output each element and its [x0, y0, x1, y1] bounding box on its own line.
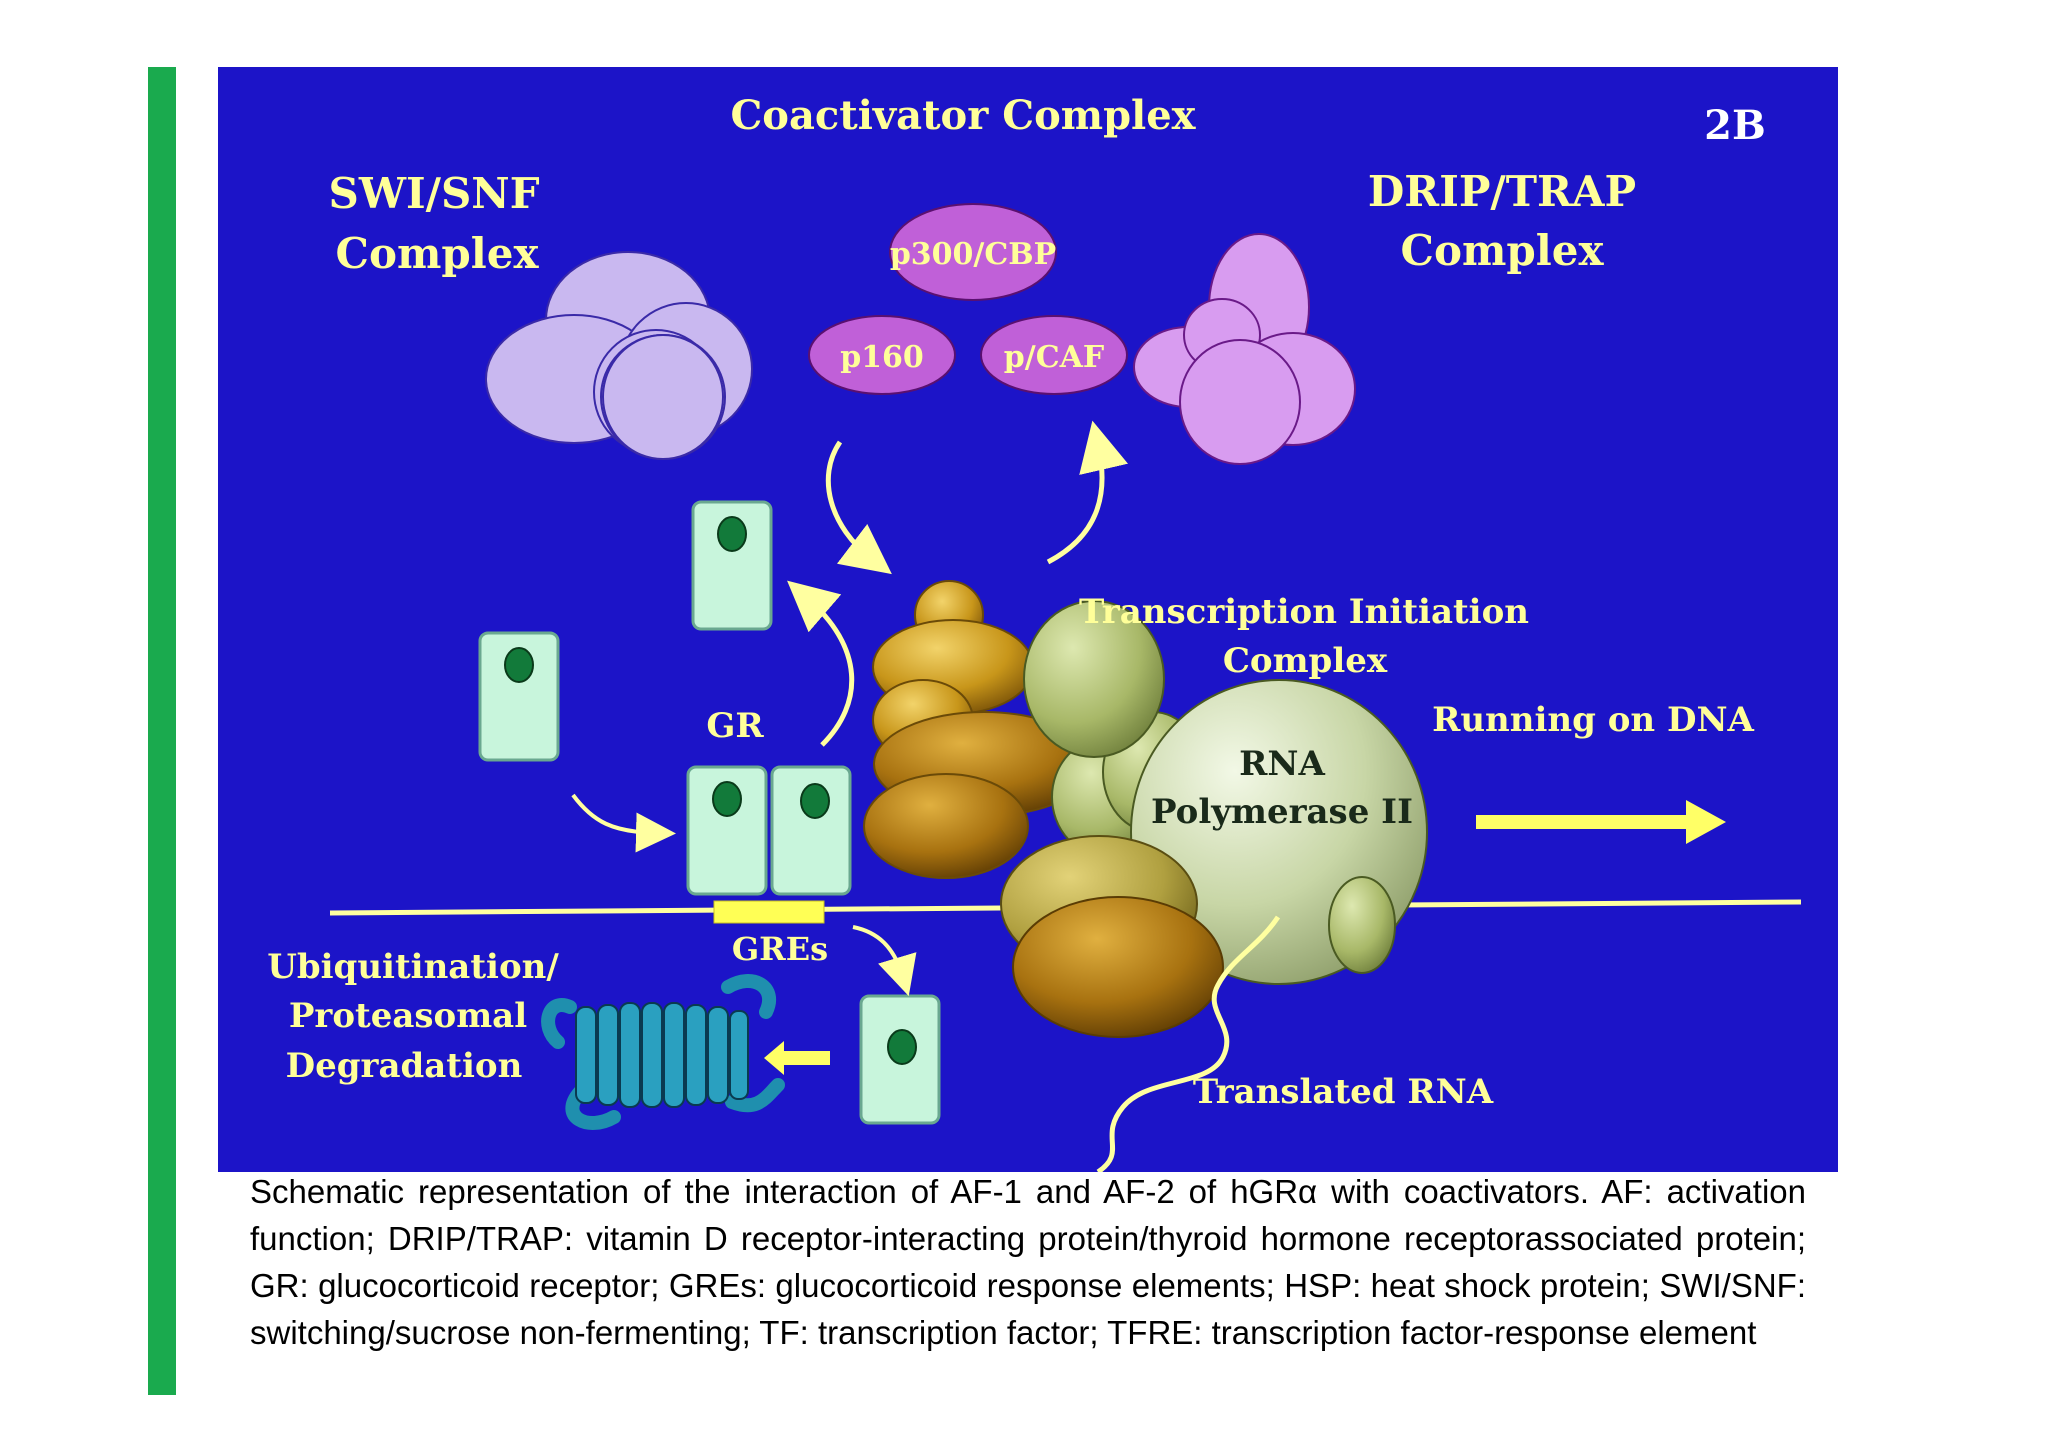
gr-cell-left: [478, 631, 560, 762]
drip-trap-complex-shape: [1133, 233, 1356, 465]
arrow-gr-to-dimer: [571, 793, 676, 853]
figure-caption: Schematic representation of the interact…: [250, 1173, 1806, 1351]
coactivator-complex-title: Coactivator Complex: [730, 92, 1196, 139]
gr-coactivator-diagram: Coactivator Complex 2B SWI/SNF Complex D…: [218, 67, 1838, 1172]
ubiquitination-label-line2: Proteasomal: [289, 996, 527, 1036]
gres-label: GREs: [732, 930, 828, 968]
swi-snf-label-line2: Complex: [336, 229, 540, 278]
arrow-from-initiation-complex: [1046, 420, 1128, 565]
initiation-complex-lower-globe: [1012, 896, 1224, 1038]
swi-snf-complex-front: [602, 334, 724, 460]
polymerase-small-subunit: [1328, 876, 1396, 974]
arrow-to-initiation-complex: [825, 440, 892, 575]
gre-segment: [713, 900, 825, 924]
tic-label-line2: Complex: [1223, 641, 1388, 681]
ubiquitination-label-line1: Ubiquitination/: [267, 947, 559, 987]
translated-rna-strand: [1096, 915, 1281, 1172]
running-on-dna-label: Running on DNA: [1432, 700, 1754, 740]
tic-label-line1: Transcription Initiation: [1079, 592, 1529, 632]
gr-dimer-left: [686, 765, 768, 896]
translated-rna-label: Translated RNA: [1193, 1072, 1494, 1112]
arrow-gres-to-bottom-gr: [852, 925, 917, 997]
drip-trap-label-line1: DRIP/TRAP: [1368, 167, 1636, 216]
gr-cell-bottom: [859, 994, 941, 1125]
p300-cbp-label: p300/CBP: [890, 237, 1056, 272]
gr-label: GR: [706, 706, 764, 746]
gr-cell-top: [691, 500, 773, 631]
arrow-to-proteasome: [764, 1041, 830, 1075]
swi-snf-label-line1: SWI/SNF: [328, 169, 539, 218]
arrow-dimer-to-top-gr: [787, 580, 855, 747]
ubiquitination-label-line3: Degradation: [286, 1046, 523, 1086]
gr-dimer-right: [770, 765, 852, 896]
panel-label: 2B: [1704, 102, 1766, 149]
proteasome-icon: [541, 974, 785, 1130]
p300-cbp-ellipse: [889, 203, 1057, 301]
green-accent-bar: [148, 67, 176, 1395]
p160-ellipse: [808, 315, 956, 395]
p160-label: p160: [840, 340, 924, 375]
initiation-complex-gold-stack: [863, 580, 1095, 879]
drip-trap-label-line2: Complex: [1401, 226, 1605, 275]
pcaf-label: p/CAF: [1004, 340, 1104, 375]
rna-pol-label-line2: Polymerase II: [1151, 792, 1413, 832]
pcaf-ellipse: [980, 315, 1128, 395]
running-on-dna-arrow: [1476, 800, 1726, 844]
rna-pol-label-line1: RNA: [1239, 744, 1325, 784]
